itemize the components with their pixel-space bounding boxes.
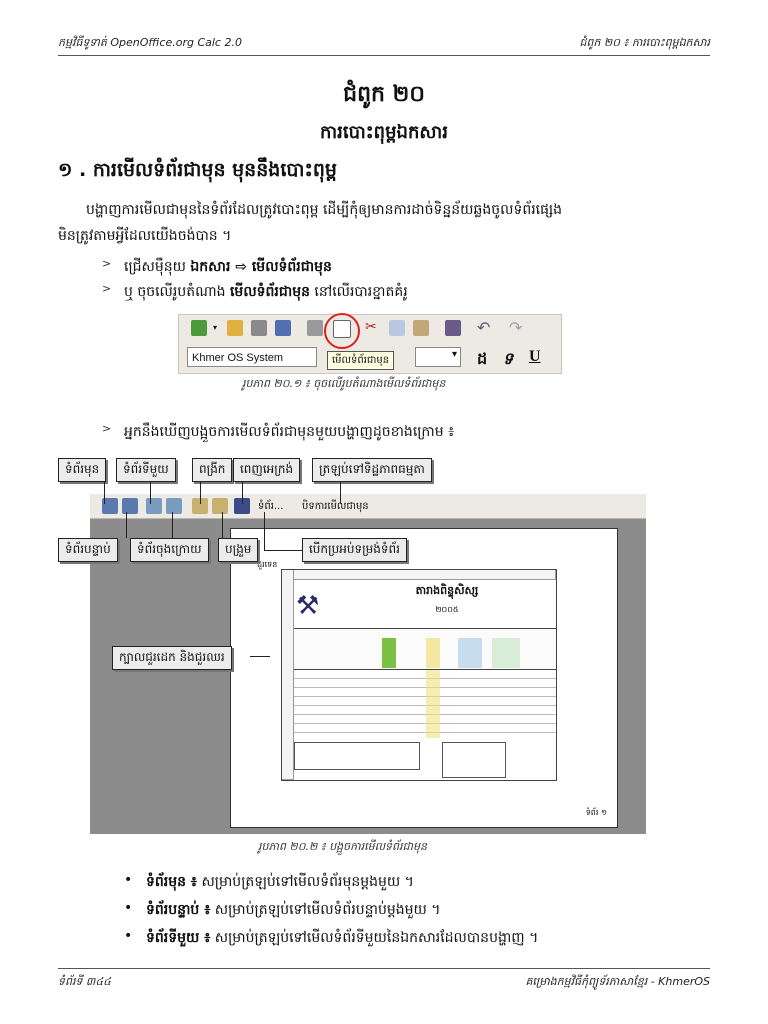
redo-icon[interactable]: ↷ — [509, 318, 523, 337]
definition-item-3: • ទំព័រទីមួយ ៖ សម្រាប់ត្រឡប់ទៅមើលទំព័រទី… — [124, 928, 539, 946]
figure1-caption: រូបភាព ២០.១ ៖ ចុចលើរូបតំណាងមើលទំព័រជាមុន — [242, 377, 446, 390]
section-title: ការមើលទំព័រជាមុន មុននឹងបោះពុម្ព — [92, 159, 337, 181]
connector-line — [250, 656, 270, 657]
bullet-dot-icon: • — [124, 872, 133, 888]
callout-next-page: ទំព័របន្ទាប់ — [58, 538, 118, 562]
step-item-1: > ជ្រើសម៉ឺនុយ ឯកសារ ⇨ មើលទំព័រជាមុន — [102, 257, 332, 275]
chapter-subtitle: ការបោះពុម្ពឯកសារ — [320, 122, 448, 143]
callout-header-footer: ក្បាលជួរដេក និងជួរឈរ — [112, 646, 232, 670]
bullet-dot-icon: • — [124, 928, 133, 944]
arrow-bullet-icon: > — [102, 282, 112, 295]
step-item-2: > ឬ ចុចលើរូបតំណាង មើលទំព័រជាមុន នៅលើរបារ… — [102, 282, 408, 300]
bullet-dot-icon: • — [124, 900, 133, 916]
page-header-left: កម្មវិធីទូទាត់ OpenOffice.org Calc 2.0 — [58, 36, 242, 49]
table-data-rows — [294, 670, 556, 738]
connector-line — [150, 482, 151, 504]
section-heading: ១ . ការមើលទំព័រជាមុន មុននឹងបោះពុម្ព — [58, 158, 337, 186]
save-disabled-icon — [251, 320, 267, 336]
next-page-icon[interactable] — [122, 498, 138, 514]
sheet-subtitle: ២០០៥ — [435, 605, 459, 614]
callout-first-page: ទំព័រទីមួយ — [116, 458, 176, 482]
summary-box-left — [294, 742, 420, 770]
row-header-column — [282, 570, 294, 780]
zoom-out-icon[interactable] — [212, 498, 228, 514]
highlight-column-green — [382, 638, 396, 668]
chapter-title: ជំពូក ២០ — [343, 82, 425, 107]
preview-toolbar: ទំព័រ... បិទការមើលជាមុន — [90, 494, 646, 519]
menu-path: ឯកសារ ⇨ មើលទំព័រជាមុន — [190, 259, 332, 275]
column-header-row — [282, 570, 556, 580]
definition-item-1: • ទំព័រមុន ៖ សម្រាប់ត្រឡប់ទៅមើលទំព័រមុនម… — [124, 872, 414, 890]
callout-zoom-out: បង្រួម — [218, 538, 259, 562]
paste-icon[interactable] — [413, 320, 429, 336]
preview-page: ជួរទេន ⚒ តារាងពិន្ទុសិស្ស ២០០៥ ទំព័រ ១ — [230, 528, 618, 828]
connector-line — [264, 512, 265, 550]
arrow-bullet-icon: > — [102, 422, 112, 435]
standard-toolbar: ▾ ✂ ↶ ↷ — [179, 313, 561, 349]
worker-logo-icon: ⚒ — [296, 591, 320, 621]
sheet-title: តារាងពិន្ទុសិស្ស — [415, 584, 479, 597]
connector-line — [242, 482, 243, 504]
step-item-3: > អ្នកនឹងឃើញបង្អួចការមើលទំព័រជាមុនមួយបង្… — [102, 422, 455, 440]
highlight-column-blue — [458, 638, 482, 668]
open-folder-icon[interactable] — [227, 320, 243, 336]
callout-page-format: បើកប្រអប់ទម្រង់ទំព័រ — [302, 538, 407, 562]
arrow-bullet-icon: > — [102, 257, 112, 270]
connector-line — [104, 482, 105, 504]
page-footer-label: ទំព័រ ១ — [585, 808, 607, 817]
new-document-icon[interactable] — [191, 320, 207, 336]
intro-line-1: បង្ហាញការមើលជាមុននៃទំព័រដែលត្រូវបោះពុម្ព… — [86, 202, 563, 218]
cut-icon[interactable]: ✂ — [365, 319, 377, 335]
callout-close-preview: ត្រឡប់ទៅទិដ្ឋភាពធម្មតា — [312, 458, 432, 482]
header-rule — [58, 55, 710, 56]
copy-icon[interactable] — [389, 320, 405, 336]
page-top-label: ជួរទេន — [257, 560, 278, 569]
section-number: ១ . — [58, 159, 87, 181]
page-format-button[interactable]: ទំព័រ... — [258, 501, 284, 512]
connector-line — [172, 512, 173, 538]
callout-zoom-in: ពង្រីក — [192, 458, 233, 482]
highlight-cells-yellow — [426, 670, 440, 738]
preview-tooltip: មើលទំព័រជាមុន — [327, 351, 395, 370]
toolbar-screenshot: ▾ ✂ ↶ ↷ Khmer OS System ▾ មើលទំព័រជាមុន … — [178, 313, 562, 374]
icon-name: មើលទំព័រជាមុន — [229, 284, 310, 300]
connector-line — [126, 512, 127, 538]
undo-icon[interactable]: ↶ — [477, 318, 491, 337]
first-page-icon[interactable] — [146, 498, 162, 514]
format-paintbrush-icon[interactable] — [445, 320, 461, 336]
highlight-column-yellow — [426, 638, 440, 668]
connector-line — [200, 482, 201, 504]
underline-button[interactable]: U — [529, 348, 541, 365]
dropdown-arrow-icon[interactable]: ▾ — [213, 323, 218, 332]
highlight-column-lightgreen — [492, 638, 520, 668]
spreadsheet-preview: ⚒ តារាងពិន្ទុសិស្ស ២០០៥ — [281, 569, 557, 781]
page-footer-right: គម្រោងកម្មវិធីកុំព្យូទ័រភាសាខ្មែរ - Khme… — [525, 975, 710, 988]
bold-button[interactable]: ដ — [477, 351, 488, 368]
footer-rule — [58, 968, 710, 969]
callout-previous-page: ទំព័រមុន — [58, 458, 107, 482]
previous-page-icon[interactable] — [102, 498, 118, 514]
figure2-caption: រូបភាព ២០.២ ៖ បង្អួចការមើលទំព័រជាមុន — [258, 840, 427, 853]
highlight-circle — [324, 313, 360, 349]
save-icon[interactable] — [275, 320, 291, 336]
font-size-select[interactable]: ▾ — [415, 347, 461, 367]
chevron-down-icon[interactable]: ▾ — [451, 349, 457, 360]
connector-line — [222, 512, 223, 538]
page-footer-left: ទំព័រទី ៣៤៤ — [58, 975, 111, 988]
connector-line — [340, 482, 341, 504]
callout-full-screen: ពេញអេក្រង់ — [233, 458, 301, 482]
font-name-select[interactable]: Khmer OS System — [187, 347, 317, 367]
intro-line-2: មិនត្រូវតាមអ្វីដែលយើងចង់បាន ។ — [58, 228, 232, 244]
page-header-right: ជំពូក ២០ ៖ ការបោះពុម្ពឯកសារ — [579, 36, 710, 49]
summary-box-right — [442, 742, 506, 778]
italic-button[interactable]: ទ — [503, 351, 514, 368]
full-screen-icon[interactable] — [234, 498, 250, 514]
last-page-icon[interactable] — [166, 498, 182, 514]
close-preview-button[interactable]: បិទការមើលជាមុន — [302, 501, 369, 512]
print-icon[interactable] — [307, 320, 323, 336]
definition-item-2: • ទំព័របន្ទាប់ ៖ សម្រាប់ត្រឡប់ទៅមើលទំព័រ… — [124, 900, 441, 918]
zoom-in-icon[interactable] — [192, 498, 208, 514]
callout-last-page: ទំព័រចុងក្រោយ — [130, 538, 209, 562]
connector-line — [264, 550, 302, 551]
